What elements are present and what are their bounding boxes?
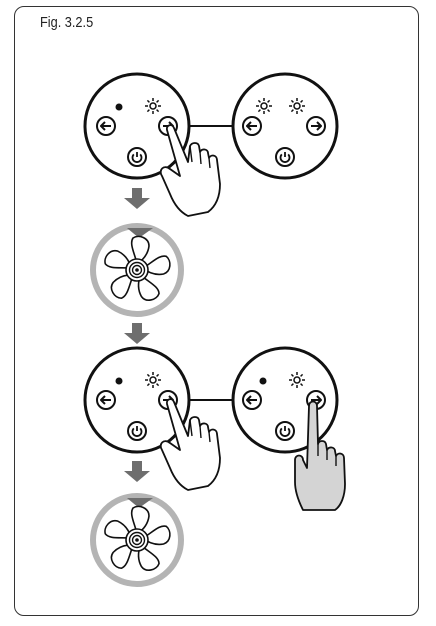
left-arrow-button — [97, 117, 115, 135]
pressing-hand-icon — [161, 399, 220, 490]
pressing-hand-icon — [161, 125, 220, 216]
dot-indicator — [116, 104, 123, 111]
down-arrow-icon — [124, 323, 150, 344]
rotating-fan-icon — [93, 496, 181, 584]
rotating-fan-icon — [93, 226, 181, 314]
power-button — [276, 148, 294, 166]
dot-indicator — [260, 378, 267, 385]
power-button — [128, 422, 146, 440]
dot-indicator — [116, 378, 123, 385]
down-arrow-icon — [124, 461, 150, 482]
left-arrow-button — [243, 391, 261, 409]
down-arrow-icon — [124, 188, 150, 209]
left-arrow-button — [243, 117, 261, 135]
left-arrow-button — [97, 391, 115, 409]
power-button — [276, 422, 294, 440]
step2-right-panel — [233, 348, 337, 452]
power-button — [128, 148, 146, 166]
step1-right-panel — [233, 74, 337, 178]
right-arrow-button — [307, 117, 325, 135]
